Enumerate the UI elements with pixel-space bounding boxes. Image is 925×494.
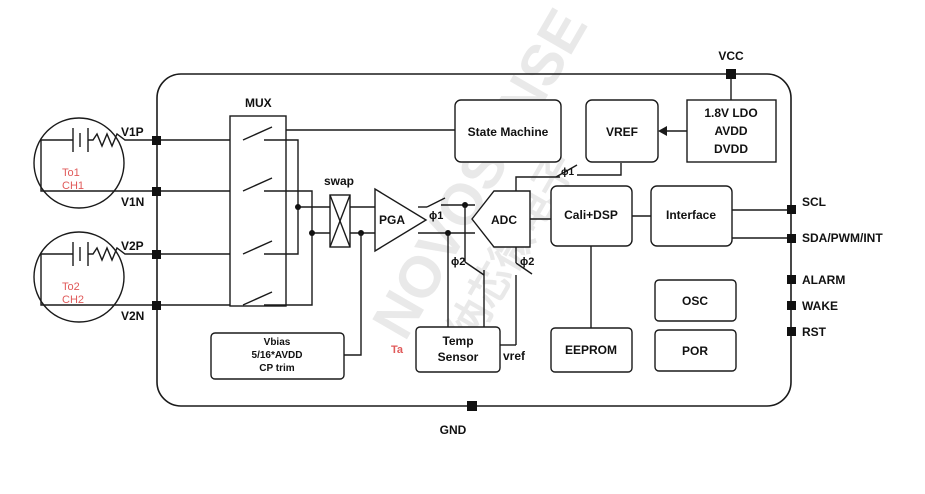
label-gnd: GND <box>440 423 467 437</box>
cali-dsp-label: Cali+DSP <box>564 208 618 222</box>
temp-sensor-label-1: Temp <box>442 334 473 348</box>
vref-signal-label: vref <box>503 349 526 363</box>
pin-scl <box>787 205 796 214</box>
adc-label: ADC <box>491 213 517 227</box>
ch1-label-ch: CH1 <box>62 180 84 192</box>
interface-block: Interface <box>650 185 733 247</box>
eeprom-label: EEPROM <box>565 343 617 357</box>
interface-label: Interface <box>666 208 716 222</box>
ch2-label-ch: CH2 <box>62 294 84 306</box>
label-v2n: V2N <box>121 309 144 323</box>
pga-block: PGA <box>374 187 428 253</box>
sensor-ch2: To2 CH2 <box>33 231 157 323</box>
osc-label: OSC <box>682 294 708 308</box>
ch1-label-to: To1 <box>62 167 80 179</box>
arrow-ldo-to-vref <box>658 126 667 136</box>
pin-rst <box>787 327 796 336</box>
pin-v1n <box>152 187 161 196</box>
temp-sensor-block: Temp Sensor <box>415 326 501 373</box>
ldo-block: 1.8V LDO AVDD DVDD <box>686 99 777 163</box>
pin-sda <box>787 234 796 243</box>
phi1-label-pga: ϕ1 <box>429 210 443 222</box>
por-block: POR <box>654 329 737 372</box>
phi2-label-adc: ϕ2 <box>520 256 534 268</box>
label-scl: SCL <box>802 195 826 209</box>
osc-block: OSC <box>654 279 737 322</box>
label-v2p: V2P <box>121 239 144 253</box>
ldo-label-1: 1.8V LDO <box>704 106 757 120</box>
pin-v2n <box>152 301 161 310</box>
vref-label: VREF <box>606 125 638 139</box>
mux-block: MUX <box>229 96 313 307</box>
label-alarm: ALARM <box>802 273 845 287</box>
pin-gnd <box>467 401 477 411</box>
label-wake: WAKE <box>802 299 838 313</box>
sensor-ch1: To1 CH1 <box>33 117 157 209</box>
ch2-label-to: To2 <box>62 281 80 293</box>
phi2-label-temp: ϕ2 <box>451 256 465 268</box>
pin-v1p <box>152 136 161 145</box>
vbias-label-2: 5/16*AVDD <box>252 350 303 361</box>
por-label: POR <box>682 344 708 358</box>
label-v1n: V1N <box>121 195 144 209</box>
label-v1p: V1P <box>121 125 144 139</box>
label-vcc: VCC <box>718 49 744 63</box>
vref-block: VREF <box>585 99 659 163</box>
mux-label: MUX <box>245 96 272 110</box>
pin-alarm <box>787 275 796 284</box>
vbias-label-3: CP trim <box>259 363 294 374</box>
cali-dsp-block: Cali+DSP <box>550 185 633 247</box>
ta-label: Ta <box>391 344 404 356</box>
vbias-label-1: Vbias <box>264 337 291 348</box>
ldo-label-3: DVDD <box>714 142 748 156</box>
pin-v2p <box>152 250 161 259</box>
state-machine-block: State Machine <box>454 99 562 163</box>
temp-sensor-label-2: Sensor <box>438 350 479 364</box>
label-sda: SDA/PWM/INT <box>802 231 883 245</box>
vbias-block: Vbias 5/16*AVDD CP trim <box>210 332 345 380</box>
label-rst: RST <box>802 325 827 339</box>
state-machine-label: State Machine <box>468 125 549 139</box>
pga-label: PGA <box>379 213 405 227</box>
swap-label: swap <box>324 174 354 188</box>
phi1-label-vref: ϕ1 <box>561 167 574 178</box>
swap-block: swap <box>324 174 354 248</box>
eeprom-block: EEPROM <box>550 327 633 373</box>
pin-vcc <box>726 69 736 79</box>
pin-wake <box>787 301 796 310</box>
ldo-label-2: AVDD <box>714 124 747 138</box>
